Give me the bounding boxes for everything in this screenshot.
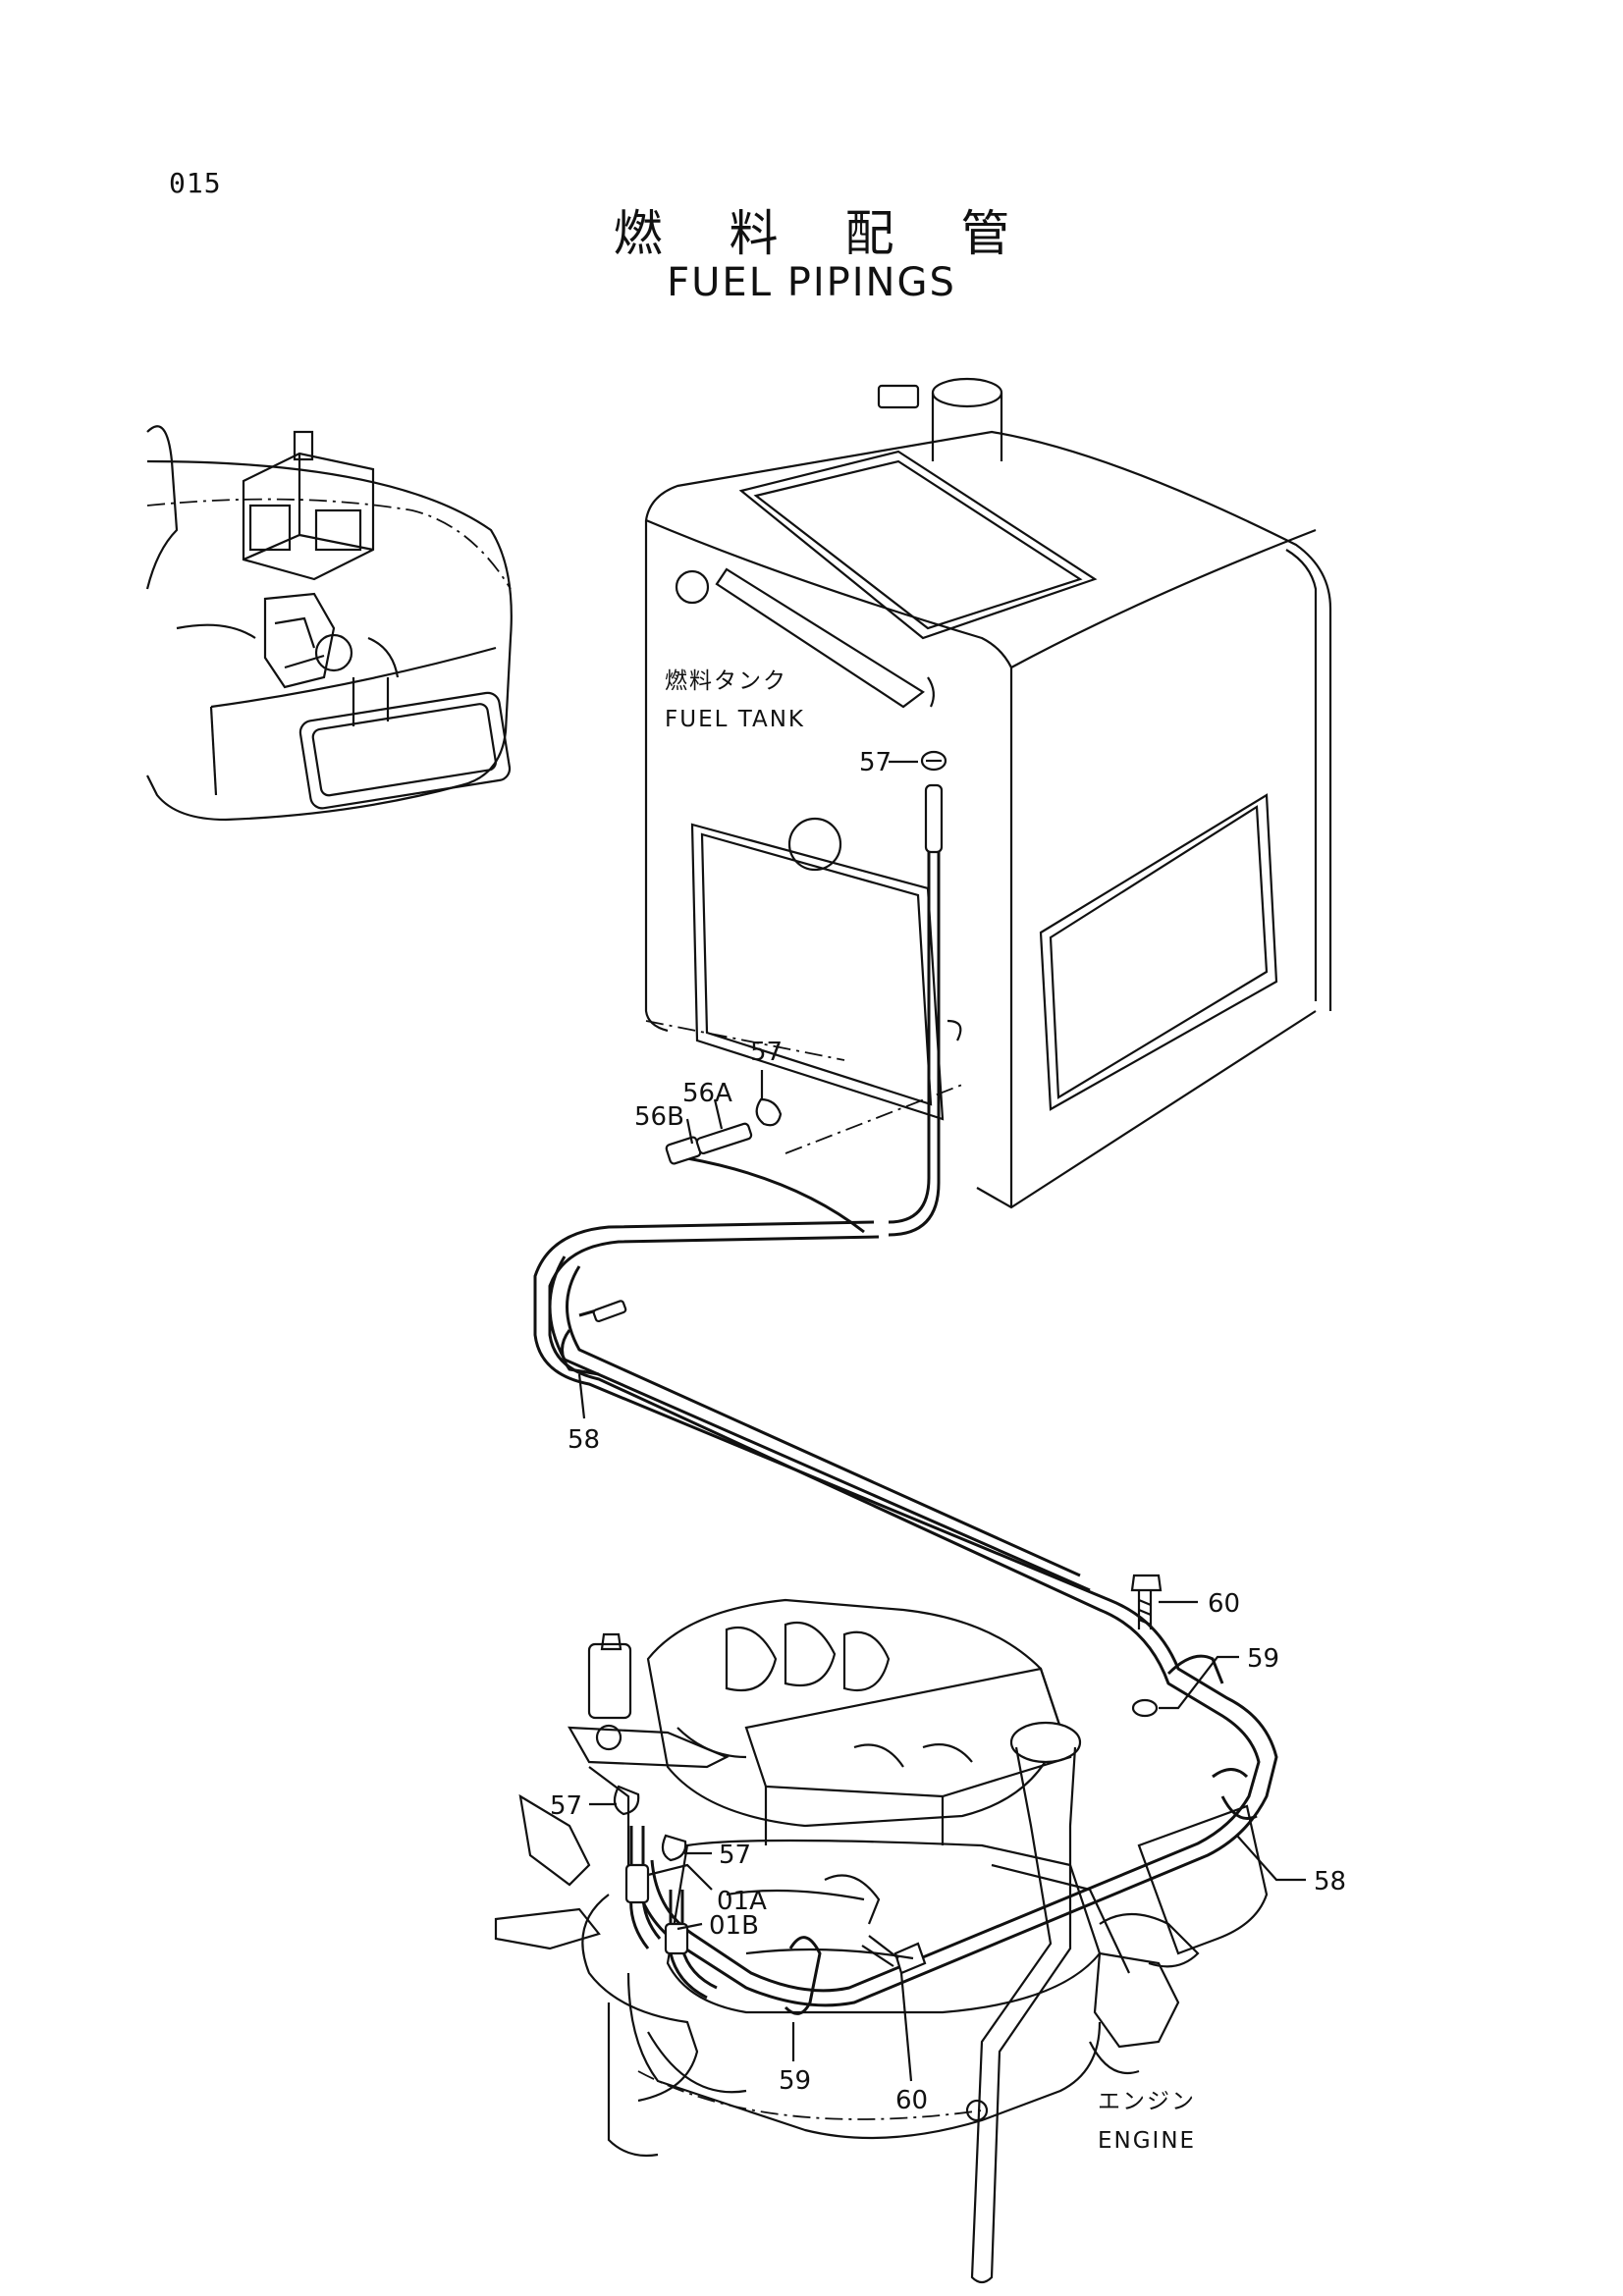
part-label-59-top: 59 [1247, 1644, 1279, 1674]
hardware-parts [613, 750, 1163, 1975]
part-label-57-engine-left: 57 [550, 1791, 582, 1821]
engine-label-jp: エンジン [1098, 2089, 1196, 2114]
part-label-56B: 56B [634, 1102, 684, 1132]
page-number: 015 [169, 167, 222, 199]
part-label-01B: 01B [709, 1911, 759, 1941]
part-label-56A: 56A [682, 1079, 732, 1108]
title-english: FUEL PIPINGS [667, 260, 956, 305]
part-label-59-bottom: 59 [779, 2066, 811, 2096]
fuel-tank-label-en: FUEL TANK [665, 707, 805, 732]
title-japanese: 燃 料 配 管 [613, 205, 1036, 262]
fuel-hose-routing [533, 676, 1278, 2015]
part-label-57-engine-right: 57 [719, 1841, 751, 1870]
inset-cover-drawing [145, 425, 513, 822]
leader-lines [577, 760, 1306, 2082]
part-label-58-left: 58 [568, 1425, 600, 1455]
fuel-tank-label-jp: 燃料タンク [665, 668, 787, 694]
fuel-tank-drawing [644, 377, 1332, 1209]
part-label-58-right: 58 [1314, 1867, 1346, 1896]
part-label-60-bottom: 60 [895, 2086, 928, 2115]
part-label-60-top: 60 [1208, 1589, 1240, 1619]
engine-label-en: ENGINE [1098, 2128, 1196, 2154]
part-label-57-tank-bottom: 57 [750, 1038, 783, 1067]
part-label-57-tank-top: 57 [859, 748, 892, 777]
part-label-01A: 01A [717, 1887, 767, 1916]
engine-drawing [494, 1598, 1269, 2284]
